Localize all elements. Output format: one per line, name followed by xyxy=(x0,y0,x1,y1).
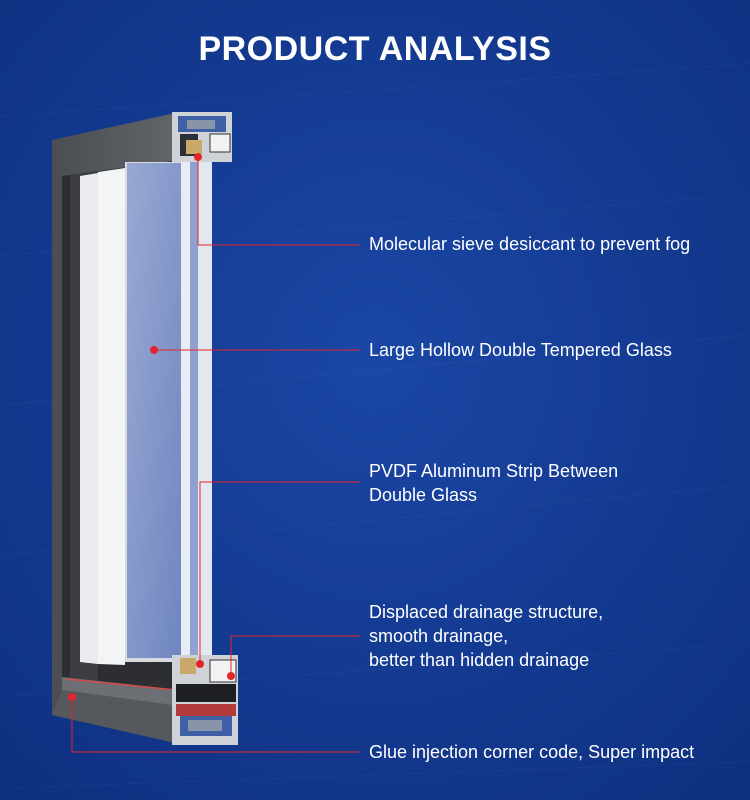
marker-corner-code xyxy=(68,693,76,701)
annotation-drainage: Displaced drainage structure, smooth dra… xyxy=(369,600,603,672)
leader-pvdf-strip xyxy=(199,481,360,664)
annotation-corner-code: Glue injection corner code, Super impact xyxy=(369,740,694,764)
annotation-line: better than hidden drainage xyxy=(369,650,590,670)
annotation-line: Glue injection corner code, Super impact xyxy=(369,742,695,762)
marker-desiccant xyxy=(194,153,202,161)
bottom-profile-section xyxy=(172,655,238,745)
annotation-line: PVDF Aluminum Strip Between xyxy=(369,461,619,481)
annotation-desiccant: Molecular sieve desiccant to prevent fog xyxy=(369,232,690,256)
annotation-line: Displaced drainage structure, xyxy=(369,602,604,622)
leader-desiccant xyxy=(197,157,360,246)
annotation-pvdf-strip: PVDF Aluminum Strip Between Double Glass xyxy=(369,459,618,507)
marker-pvdf-strip xyxy=(196,660,204,668)
annotation-line: Molecular sieve desiccant to prevent fog xyxy=(369,234,691,254)
annotation-line: Large Hollow Double Tempered Glass xyxy=(369,340,672,360)
marker-hollow-glass xyxy=(150,346,158,354)
leader-corner-code xyxy=(71,697,360,753)
bottom-sill xyxy=(62,677,180,706)
marker-drainage xyxy=(227,672,235,680)
annotation-line: smooth drainage, xyxy=(369,626,509,646)
leader-drainage xyxy=(230,635,360,676)
annotation-hollow-glass: Large Hollow Double Tempered Glass xyxy=(369,338,672,362)
glass-pane xyxy=(127,163,181,658)
page-title: PRODUCT ANALYSIS xyxy=(198,30,552,68)
top-profile-section xyxy=(172,112,232,162)
annotation-line: Double Glass xyxy=(369,485,478,505)
